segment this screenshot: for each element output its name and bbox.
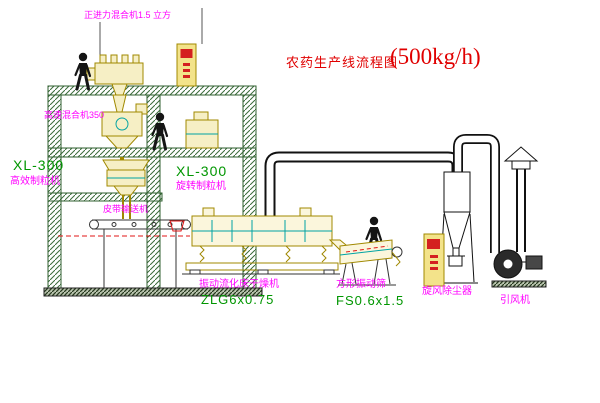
label-granulator-right-name: 旋转制粒机 — [176, 181, 226, 192]
person-figure — [74, 51, 92, 91]
exhaust-stack-cap — [503, 146, 539, 170]
belt-conveyor — [89, 219, 191, 288]
control-cabinet-top — [176, 43, 197, 87]
leader-lines — [99, 8, 203, 55]
induced-draft-fan — [491, 249, 547, 288]
diagram-title-capacity: (500kg/h) — [390, 44, 481, 69]
duct-cyclone-to-fan — [453, 134, 500, 253]
label-granulator-right-model: XL-300 — [176, 163, 228, 179]
label-dryer-name: 振动流化床干燥机 — [199, 279, 279, 290]
label-belt-conveyor: 皮带输送机 — [103, 204, 149, 214]
red-feed-chute — [169, 220, 185, 232]
roof-mixer — [86, 54, 144, 113]
label-top-mixer: 正进力混合机1.5 立方 — [84, 10, 172, 20]
granulator-discharge-chute — [122, 195, 131, 219]
label-dryer-model: ZLG6x0.75 — [201, 292, 275, 307]
label-fan: 引风机 — [500, 295, 530, 306]
label-high-speed-mixer: 高速混合机350 — [44, 110, 105, 120]
granulator — [102, 159, 150, 196]
control-cabinet-right — [423, 233, 445, 287]
label-sieve-name: 方形振动筛 — [336, 279, 386, 290]
label-cyclone: 旋风除尘器 — [422, 286, 472, 297]
high-speed-mixer — [101, 103, 148, 149]
label-granulator-left-model: XL-300 — [13, 157, 65, 173]
label-sieve-model: FS0.6x1.5 — [336, 293, 405, 308]
cyclone-separator — [436, 171, 478, 284]
diagram-title: 农药生产线流程图 — [286, 55, 399, 70]
fluid-bed-dryer — [182, 207, 340, 275]
second-floor-machine — [185, 111, 219, 149]
vibrating-sieve — [328, 239, 403, 286]
duct-dryer-to-cyclone — [264, 151, 463, 220]
label-granulator-left-name: 高效制粒机 — [10, 176, 60, 187]
